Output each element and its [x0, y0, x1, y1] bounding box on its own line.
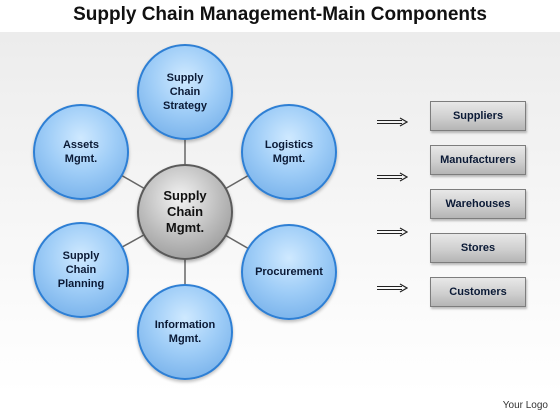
node-supply-chain-mgmt: Supply Chain Mgmt.: [137, 164, 233, 260]
arrow-icon: [377, 283, 408, 293]
node-supply-chain-planning: Supply Chain Planning: [33, 222, 129, 318]
node-logistics-mgmt: Logistics Mgmt.: [241, 104, 337, 200]
box-warehouses: Warehouses: [430, 189, 526, 219]
node-supply-chain-strategy: Supply Chain Strategy: [137, 44, 233, 140]
box-stores: Stores: [430, 233, 526, 263]
arrow-icon: [377, 227, 408, 237]
page-title: Supply Chain Management-Main Components: [73, 4, 487, 25]
node-information-mgmt: Information Mgmt.: [137, 284, 233, 380]
arrow-icon: [377, 172, 408, 182]
arrow-icon: [377, 117, 408, 127]
box-manufacturers: Manufacturers: [430, 145, 526, 175]
node-assets-mgmt: Assets Mgmt.: [33, 104, 129, 200]
box-customers: Customers: [430, 277, 526, 307]
node-procurement: Procurement: [241, 224, 337, 320]
box-suppliers: Suppliers: [430, 101, 526, 131]
logo-placeholder: Your Logo: [502, 400, 548, 411]
